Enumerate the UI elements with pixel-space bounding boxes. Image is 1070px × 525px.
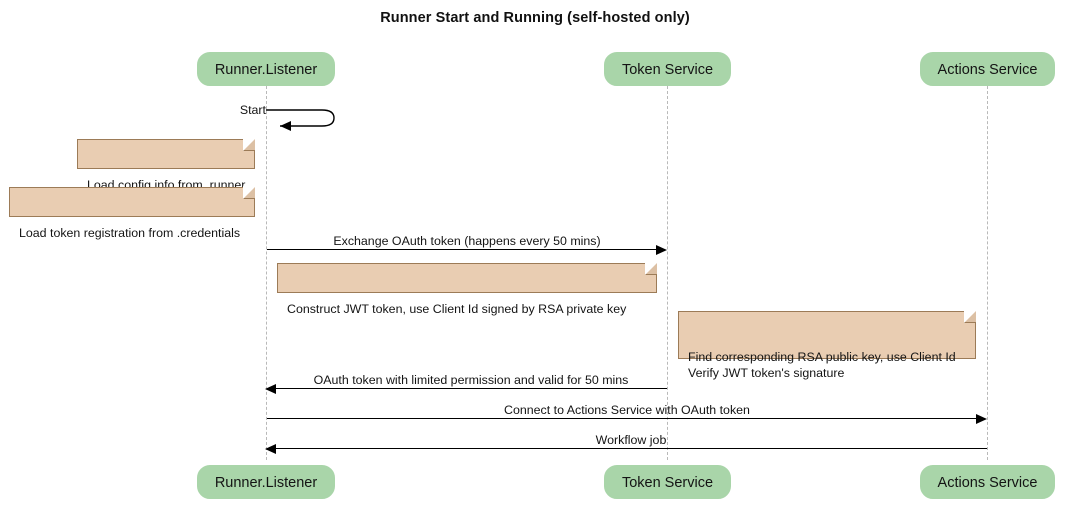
lifeline-runner — [266, 86, 267, 460]
participant-token-service-top[interactable]: Token Service — [604, 52, 731, 86]
arrowhead-connect-to-actions-service — [976, 413, 987, 424]
note-load-token-registration: Load token registration from .credential… — [9, 186, 256, 240]
lifeline-actions — [987, 86, 988, 460]
participant-runner-listener-top[interactable]: Runner.Listener — [197, 52, 335, 86]
arrowhead-oauth-token-reply — [265, 383, 276, 394]
arrowhead-workflow-job — [265, 443, 276, 454]
arrowhead-exchange-oauth-token — [656, 244, 667, 255]
message-label-oauth-token-reply: OAuth token with limited permission and … — [313, 373, 629, 387]
note-text: Find corresponding RSA public key, use C… — [688, 350, 956, 380]
note-load-config-info: Load config info from .runner — [77, 138, 256, 192]
note-fold-corner-icon — [243, 138, 256, 151]
participant-actions-service-top[interactable]: Actions Service — [920, 52, 1055, 86]
participant-runner-listener-bottom[interactable]: Runner.Listener — [197, 465, 335, 499]
message-line-oauth-token-reply — [275, 388, 667, 389]
note-fold-corner-icon — [243, 186, 256, 199]
note-text: Load token registration from .credential… — [19, 226, 241, 240]
note-text: Construct JWT token, use Client Id signe… — [287, 302, 627, 316]
message-label-start: Start — [239, 103, 266, 117]
note-verify-jwt-signature: Find corresponding RSA public key, use C… — [678, 310, 977, 380]
note-construct-jwt-token: Construct JWT token, use Client Id signe… — [277, 262, 658, 316]
message-line-exchange-oauth-token — [267, 249, 659, 250]
message-label-connect-to-actions-service: Connect to Actions Service with OAuth to… — [504, 403, 750, 417]
message-label-workflow-job: Workflow job — [595, 433, 667, 447]
message-line-workflow-job — [275, 448, 987, 449]
message-start-self-loop — [264, 104, 340, 132]
message-line-connect-to-actions-service — [267, 418, 979, 419]
message-label-exchange-oauth-token: Exchange OAuth token (happens every 50 m… — [333, 234, 601, 248]
note-fold-corner-icon — [964, 310, 977, 323]
participant-token-service-bottom[interactable]: Token Service — [604, 465, 731, 499]
note-fold-corner-icon — [645, 262, 658, 275]
participant-actions-service-bottom[interactable]: Actions Service — [920, 465, 1055, 499]
lifeline-token — [667, 86, 668, 460]
page-title: Runner Start and Running (self-hosted on… — [380, 10, 690, 26]
